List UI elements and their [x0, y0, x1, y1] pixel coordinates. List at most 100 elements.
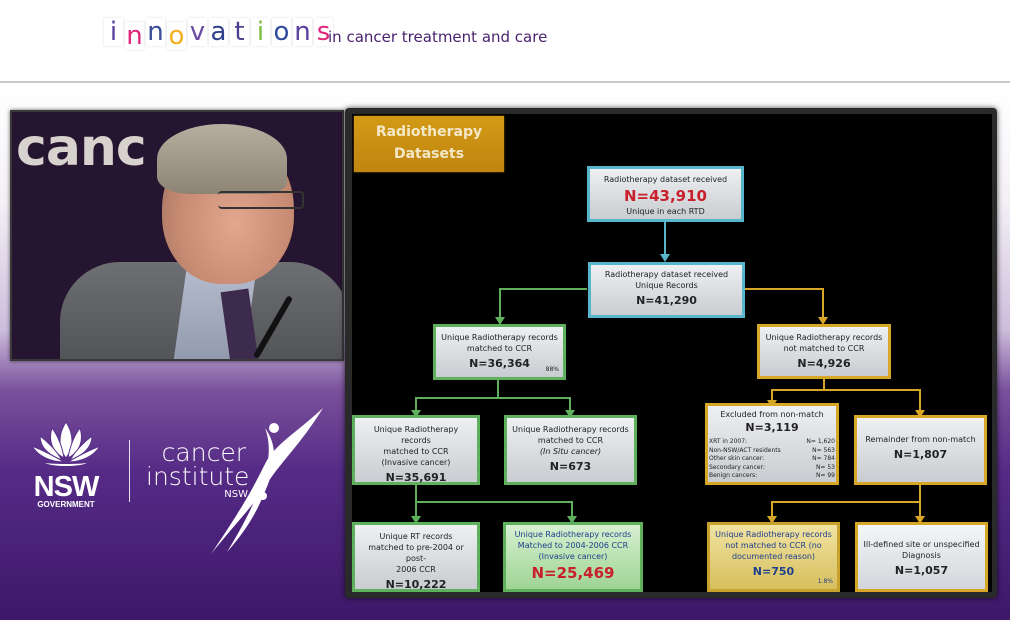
box-ill-defined-site: Ill-defined site or unspecified Diagnosi…: [855, 522, 988, 592]
speaker-hair: [157, 124, 287, 194]
box-matched-ccr: Unique Radiotherapy records matched to C…: [433, 324, 566, 380]
row-value: N= 1,620: [806, 438, 835, 445]
box-label: Unique Radiotherapy records: [373, 425, 459, 445]
table-row: XRT in 2007: N= 1,620: [709, 438, 835, 447]
box-pre-post-ccr: Unique RT records matched to pre-2004 or…: [352, 522, 480, 592]
box-label: Ill-defined site or unspecified: [863, 540, 980, 549]
ci-institute-text: institute: [146, 462, 250, 491]
box-dataset-received: Radiotherapy dataset received N=43,910 U…: [587, 166, 744, 222]
box-count: N=750: [752, 565, 795, 578]
box-label: 2006 CCR: [396, 565, 436, 574]
nsw-wordmark: NSW: [33, 471, 100, 503]
slide-title: Radiotherapy Datasets: [354, 116, 504, 172]
row-value: N= 563: [812, 446, 835, 454]
box-count: N=1,807: [893, 448, 948, 461]
box-label: Unique RT records: [379, 532, 453, 541]
box-count: N=1,057: [894, 564, 949, 577]
box-label: matched to CCR: [537, 436, 604, 445]
row-value: N= 784: [812, 455, 835, 462]
box-remainder-non-match: Remainder from non-match N=1,807: [854, 415, 987, 485]
brand-letter: o: [167, 21, 186, 51]
box-label: (Invasive cancer): [538, 552, 608, 561]
brand-letter: i: [104, 18, 123, 46]
table-row: Benign cancers: N= 99: [709, 472, 835, 481]
box-count: N=25,469: [531, 564, 615, 582]
box-label: documented reason): [731, 552, 816, 561]
brand-letter: n: [125, 21, 144, 51]
ci-cancer-text: cancer: [161, 438, 246, 467]
slide-title-line1: Radiotherapy: [375, 124, 483, 140]
box-percent: 88%: [545, 366, 559, 373]
box-label: Excluded from non-match: [720, 410, 824, 419]
box-label: Unique Radiotherapy records: [715, 530, 832, 539]
logo-divider: [129, 440, 130, 502]
box-count: N=35,691: [385, 471, 447, 484]
box-count: N=4,926: [797, 357, 851, 370]
box-count: N=43,910: [623, 187, 707, 205]
box-count: N=10,222: [385, 578, 447, 591]
row-label: Benign cancers:: [709, 472, 758, 479]
brand-letter: v: [188, 17, 207, 47]
box-not-matched-ccr: Unique Radiotherapy records not matched …: [757, 324, 891, 379]
box-label: Radiotherapy dataset received: [604, 270, 729, 279]
brand-letter: a: [209, 17, 228, 47]
table-row: Non-NSW/ACT residents N= 563: [709, 447, 835, 456]
cancer-institute-logo: cancer institute NSW: [146, 440, 249, 500]
box-label: Unique Radiotherapy records: [512, 425, 629, 434]
box-sublabel: Unique in each RTD: [626, 207, 705, 216]
box-unique-records: Radiotherapy dataset received Unique Rec…: [588, 262, 745, 318]
video-backdrop-text: canc: [16, 118, 147, 178]
header-divider: [0, 81, 1010, 83]
box-count: N=673: [549, 460, 592, 473]
box-label: not matched to CCR: [783, 344, 865, 353]
box-label: Unique Radiotherapy records: [765, 333, 883, 342]
box-label: Matched to 2004-2006 CCR: [517, 541, 629, 550]
box-label: Unique Records: [635, 281, 698, 290]
speaker-video[interactable]: canc: [10, 110, 344, 361]
exclusion-breakdown-table: XRT in 2007: N= 1,620 Non-NSW/ACT residen…: [709, 438, 835, 481]
box-percent: 1.8%: [817, 578, 833, 585]
box-matched-2004-2006: Unique Radiotherapy records Matched to 2…: [503, 522, 643, 592]
row-value: N= 99: [815, 472, 835, 479]
waratah-flower-icon: [30, 421, 102, 467]
brand-letter: o: [272, 17, 291, 47]
brand-letter: n: [146, 17, 165, 47]
box-label: Unique Radiotherapy records: [514, 530, 632, 539]
box-count: N=3,119: [745, 421, 799, 434]
box-label: Diagnosis: [902, 551, 941, 560]
tagline: in cancer treatment and care: [328, 28, 548, 46]
brand-letter: n: [293, 17, 312, 47]
box-count: N=36,364: [469, 357, 530, 370]
nsw-government-logo: NSW GOVERNMENT: [26, 418, 106, 509]
box-invasive-cancer: Unique Radiotherapy records matched to C…: [352, 415, 480, 485]
brand-letter: s: [314, 18, 333, 46]
box-label: matched to pre-2004 or post-: [368, 543, 464, 563]
box-label: matched to CCR: [383, 447, 449, 456]
box-not-matched-no-reason: Unique Radiotherapy records not matched …: [707, 522, 840, 592]
dna-figure-icon: [211, 408, 323, 554]
row-label: Non-NSW/ACT residents: [709, 446, 781, 454]
box-label: Unique Radiotherapy records: [441, 333, 558, 342]
brand-letter: t: [230, 18, 249, 46]
box-count: N=41,290: [636, 294, 697, 307]
slide-title-line2: Datasets: [393, 146, 465, 162]
ci-nsw-text: NSW: [224, 489, 248, 500]
box-label: not matched to CCR (no: [725, 541, 822, 550]
box-label: matched to CCR: [466, 344, 533, 353]
row-label: XRT in 2007:: [709, 438, 748, 445]
table-row: Other skin cancer: N= 784: [709, 455, 835, 464]
brand-letter: i: [251, 18, 270, 46]
row-value: N= 53: [815, 463, 835, 471]
speaker-glasses: [218, 191, 304, 209]
row-label: Other skin cancer:: [709, 455, 765, 462]
row-label: Secondary cancer:: [709, 463, 765, 471]
box-label: Remainder from non-match: [865, 435, 976, 444]
box-label: Radiotherapy dataset received: [603, 175, 728, 184]
box-in-situ-cancer: Unique Radiotherapy records matched to C…: [504, 415, 637, 485]
box-label: (In Situ cancer): [539, 447, 602, 456]
box-excluded-non-match: Excluded from non-match N=3,119 XRT in 2…: [705, 403, 839, 485]
government-wordmark: GOVERNMENT: [37, 500, 95, 509]
table-row: Secondary cancer: N= 53: [709, 464, 835, 473]
box-label: (Invasive cancer): [381, 458, 451, 467]
